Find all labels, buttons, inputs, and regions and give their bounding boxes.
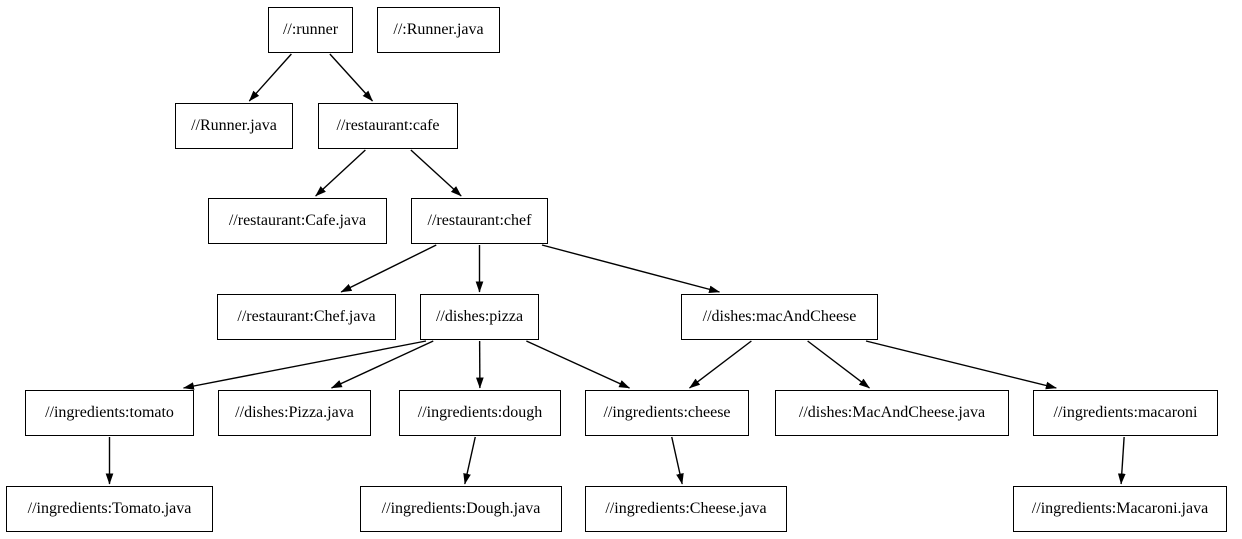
graph-edge-cafe-to-cafe-java — [315, 149, 366, 197]
graph-node-label: //dishes:macAndCheese — [702, 308, 857, 325]
graph-node-pizza: //dishes:pizza — [420, 294, 539, 340]
graph-node-pizza-java: //dishes:Pizza.java — [218, 390, 371, 436]
graph-node-label: //:runner — [282, 21, 339, 38]
graph-node-runner-java-file: //:Runner.java — [377, 7, 500, 53]
graph-node-label: //dishes:Pizza.java — [235, 404, 354, 421]
graph-edge-mac-and-cheese-to-cheese — [689, 340, 752, 389]
graph-node-label: //restaurant:cafe — [336, 117, 440, 134]
graph-node-cafe: //restaurant:cafe — [318, 103, 458, 149]
graph-node-mac-and-cheese: //dishes:macAndCheese — [681, 294, 878, 340]
graph-node-tomato-java: //ingredients:Tomato.java — [6, 486, 213, 532]
graph-edge-macaroni-to-macaroni-java — [1117, 436, 1126, 485]
graph-edge-runner-to-runner-java — [248, 53, 292, 102]
graph-node-label: //ingredients:dough — [417, 404, 543, 421]
graph-node-dough: //ingredients:dough — [399, 390, 561, 436]
graph-node-label: //:Runner.java — [393, 21, 484, 38]
graph-node-label: //ingredients:Cheese.java — [605, 500, 767, 517]
graph-edge-mac-and-cheese-to-macaroni — [865, 340, 1057, 390]
graph-node-label: //ingredients:Dough.java — [381, 500, 541, 517]
graph-node-label: //Runner.java — [191, 117, 277, 134]
graph-edge-mac-and-cheese-to-mac-and-cheese-java — [807, 340, 870, 389]
graph-node-chef-java: //restaurant:Chef.java — [217, 294, 396, 340]
graph-edge-pizza-to-pizza-java — [331, 340, 434, 389]
graph-edge-chef-to-chef-java — [340, 244, 437, 293]
graph-node-cheese-java: //ingredients:Cheese.java — [585, 486, 787, 532]
graph-node-cheese: //ingredients:cheese — [585, 390, 749, 436]
graph-edge-chef-to-mac-and-cheese — [541, 244, 721, 294]
graph-node-label: //ingredients:Macaroni.java — [1031, 500, 1209, 517]
graph-edge-cheese-to-cheese-java — [671, 436, 684, 485]
graph-node-label: //restaurant:Chef.java — [237, 308, 376, 325]
graph-node-label: //ingredients:cheese — [603, 404, 731, 421]
graph-node-runner: //:runner — [268, 7, 353, 53]
graph-node-chef: //restaurant:chef — [411, 198, 548, 244]
graph-edge-cafe-to-chef — [410, 149, 462, 197]
graph-node-label: //ingredients:tomato — [45, 404, 174, 421]
graph-node-label: //restaurant:Cafe.java — [228, 212, 367, 229]
graph-node-runner-java: //Runner.java — [175, 103, 293, 149]
graph-node-dough-java: //ingredients:Dough.java — [360, 486, 562, 532]
graph-node-cafe-java: //restaurant:Cafe.java — [208, 198, 387, 244]
graph-edge-runner-to-cafe — [329, 53, 374, 102]
graph-node-label: //dishes:pizza — [435, 308, 524, 325]
graph-edge-pizza-to-cheese — [526, 340, 631, 389]
graph-node-label: //ingredients:Tomato.java — [27, 500, 192, 517]
graph-node-label: //restaurant:chef — [427, 212, 532, 229]
graph-node-label: //dishes:MacAndCheese.java — [798, 404, 986, 421]
graph-edge-pizza-to-tomato — [182, 340, 427, 390]
graph-node-mac-and-cheese-java: //dishes:MacAndCheese.java — [775, 390, 1009, 436]
graph-edge-dough-to-dough-java — [463, 436, 476, 485]
graph-node-label: //ingredients:macaroni — [1053, 404, 1198, 421]
graph-node-macaroni: //ingredients:macaroni — [1033, 390, 1218, 436]
graph-node-macaroni-java: //ingredients:Macaroni.java — [1013, 486, 1227, 532]
graph-node-tomato: //ingredients:tomato — [25, 390, 194, 436]
